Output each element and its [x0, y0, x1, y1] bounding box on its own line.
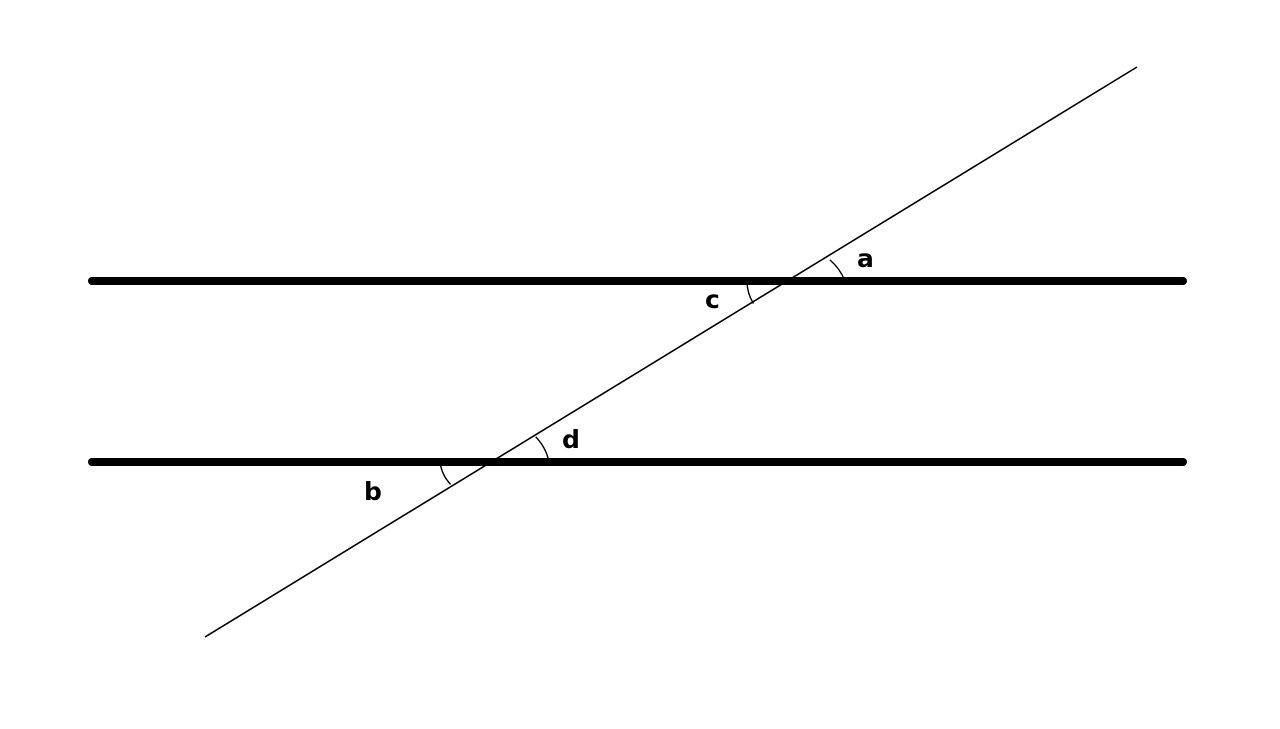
- angle-c-arc: [746, 280, 755, 304]
- transversal-line: [204, 66, 1138, 638]
- angle-label-b: b: [364, 477, 382, 506]
- angle-label-d: d: [562, 425, 580, 454]
- angle-d-arc: [535, 436, 550, 463]
- angle-a-arc: [829, 259, 846, 282]
- angle-b-arc: [439, 461, 452, 485]
- angle-label-a: a: [857, 244, 874, 273]
- angle-label-c: c: [705, 285, 720, 314]
